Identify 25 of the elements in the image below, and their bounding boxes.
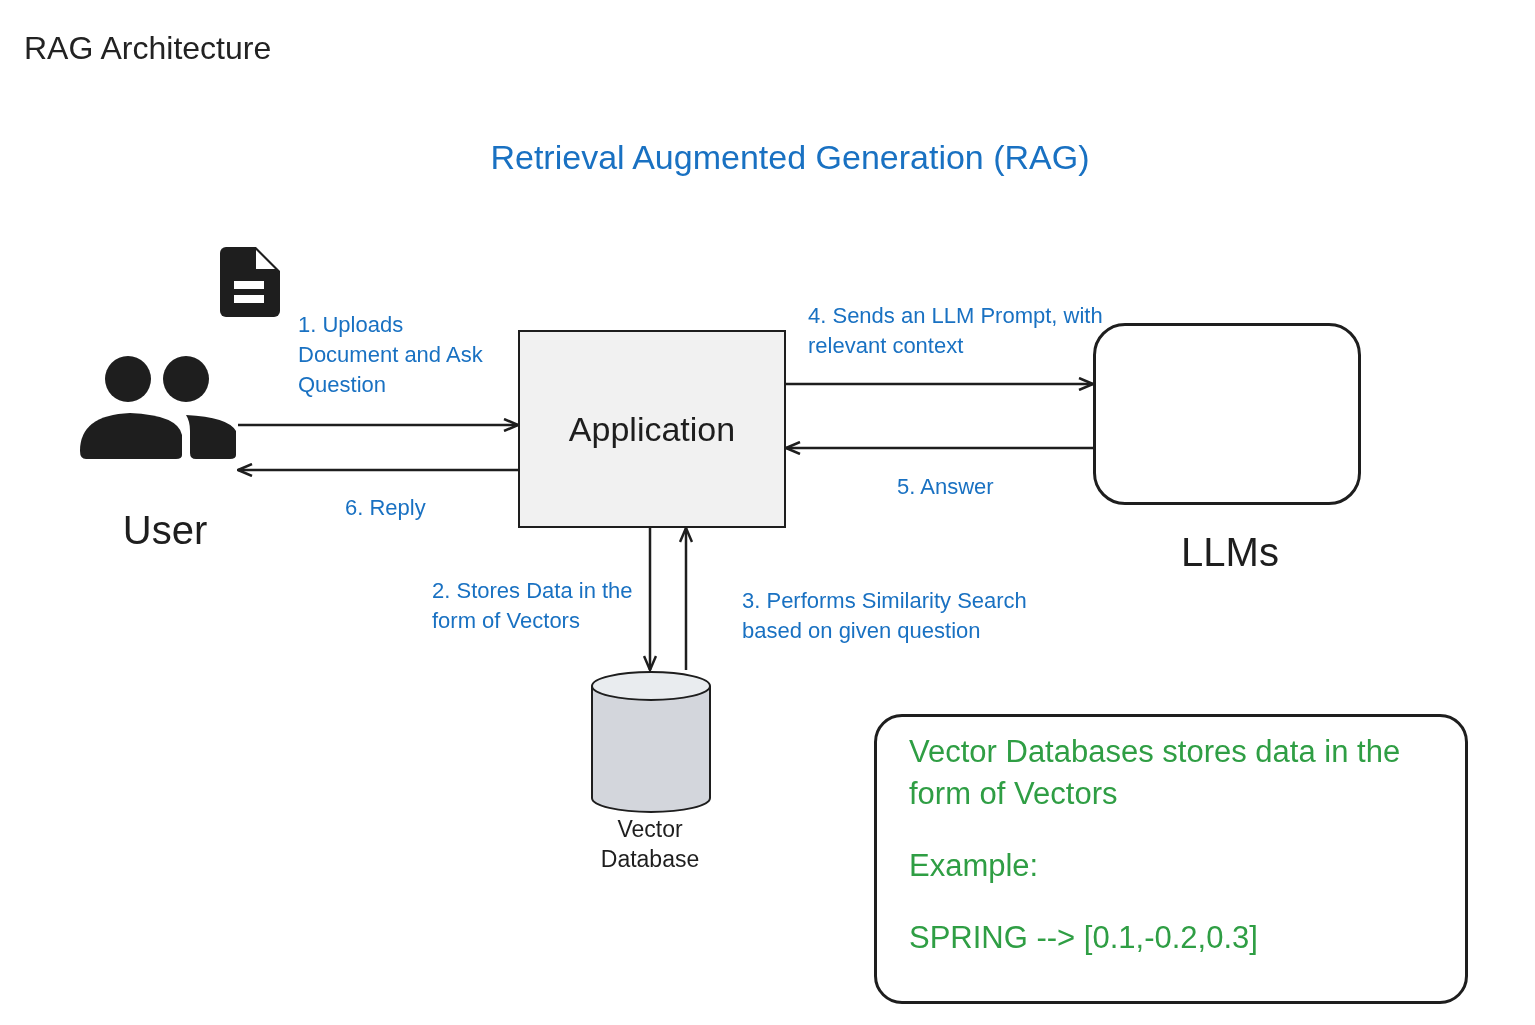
note-text: Vector Databases stores data in the form of Vectors (909, 733, 1402, 813)
rounded-box (1093, 323, 1361, 505)
edge-label: 1. Uploads Document and Ask Question (298, 311, 484, 399)
diagram-heading: Retrieval Augmented Generation (RAG) (489, 137, 1091, 178)
note-text: Example: (909, 847, 1040, 885)
page-title: RAG Architecture (24, 29, 272, 68)
edge-label: 2. Stores Data in the form of Vectors (432, 577, 634, 635)
users-icon (78, 355, 238, 461)
edge-label: 5. Answer (897, 473, 995, 501)
arrow (678, 526, 694, 670)
arrow (236, 462, 518, 478)
arrow (642, 528, 658, 672)
node-caption: LLMs (1180, 529, 1280, 576)
edge-label: 3. Performs Similarity Search based on given question (742, 587, 1028, 645)
node-caption: User (121, 507, 209, 554)
database-cylinder (590, 670, 712, 814)
arrow (238, 417, 520, 433)
box-label: Application (568, 408, 736, 450)
arrow (786, 376, 1095, 392)
note-text: SPRING --> [0.1,-0.2,0.3] (909, 919, 1259, 957)
edge-label: 4. Sends an LLM Prompt, with relevant context (808, 302, 1104, 360)
process-box (518, 330, 786, 528)
edge-label: 6. Reply (345, 494, 427, 522)
node-caption: Vector Database (599, 815, 701, 874)
note-box (874, 714, 1468, 1004)
